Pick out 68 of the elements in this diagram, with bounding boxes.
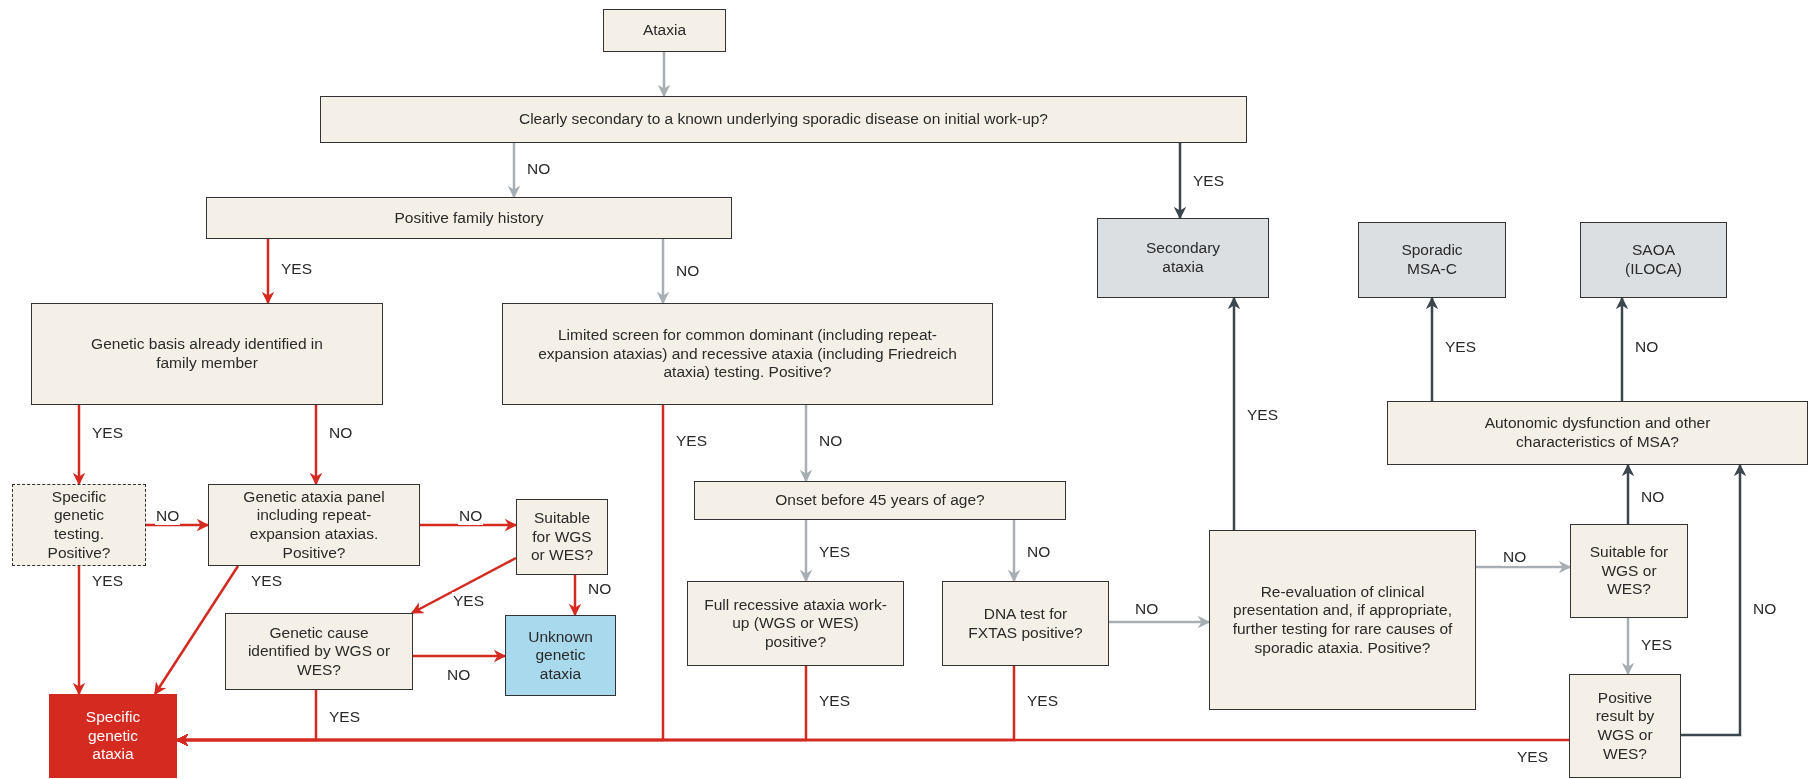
box-text: Clearly secondary to a known underlying sporadic disease on initial work-up? — [519, 110, 1048, 129]
outcome-box — [49, 694, 177, 778]
arrow — [1227, 296, 1241, 530]
arrow — [1621, 618, 1635, 676]
box-text: Specific genetic ataxia — [84, 708, 142, 764]
arrow — [1615, 296, 1629, 401]
outcome-box — [1097, 218, 1269, 298]
arrow — [72, 566, 86, 696]
box-text: Full recessive ataxia work-up (WGS or WES) positive? — [703, 595, 888, 652]
arrow — [420, 518, 518, 532]
arrow — [656, 239, 670, 305]
box-text: Ataxia — [642, 21, 687, 40]
outcome-box — [1580, 222, 1727, 298]
box-text: Suitable for WGS or WES? — [1588, 543, 1670, 599]
arrow — [175, 733, 1569, 747]
arrow — [72, 405, 86, 486]
box-text: Positive family history — [394, 208, 544, 228]
arrow — [413, 649, 507, 663]
box-text: Genetic basis already identified in family member — [90, 335, 324, 373]
box-text: Limited screen for common dominant (including repeat-expansion ataxias) and recessive ataxia (including Friedreich ataxia) testing. Positive? — [537, 326, 958, 382]
box-text: Onset before 45 years of age? — [775, 491, 985, 510]
arrow — [1007, 520, 1021, 583]
box-text: Specific genetic testing. Positive? — [46, 487, 112, 563]
process-box — [31, 303, 383, 405]
box-text: Positive result by WGS or WES? — [1594, 688, 1656, 764]
process-box — [1387, 401, 1808, 465]
process-box — [1569, 674, 1681, 778]
arrow — [153, 565, 240, 696]
box-text: Genetic ataxia panel including repeat-expansion ataxias. Positive? — [242, 487, 386, 563]
arrow — [657, 52, 671, 98]
process-box — [694, 481, 1066, 520]
arrow — [1425, 296, 1439, 401]
arrow — [799, 520, 813, 583]
box-text: SAOA (ILOCA) — [1624, 241, 1683, 279]
arrow — [1681, 463, 1747, 737]
box-text: Suitable for WGS or WES? — [530, 509, 594, 565]
arrow — [507, 143, 521, 199]
arrow — [410, 556, 517, 615]
arrow — [1173, 143, 1187, 220]
arrow — [309, 405, 323, 486]
box-text: DNA test for FXTAS positive? — [967, 604, 1084, 643]
process-box — [516, 499, 608, 575]
process-box — [603, 9, 726, 52]
arrow — [1476, 560, 1572, 574]
process-box — [687, 581, 904, 666]
box-text: Autonomic dysfunction and other characteristics of MSA? — [1483, 414, 1712, 452]
process-box — [1570, 524, 1688, 618]
arrow — [1621, 463, 1635, 524]
outcome-box — [1358, 222, 1506, 298]
arrow — [261, 239, 275, 305]
process-box — [502, 303, 993, 405]
arrow — [799, 405, 813, 483]
arrow — [1109, 615, 1211, 629]
box-text: Secondary ataxia — [1144, 239, 1222, 277]
arrow — [568, 575, 582, 617]
outcome-box — [505, 615, 616, 696]
process-box — [12, 484, 146, 566]
process-box — [320, 96, 1247, 143]
process-box — [942, 581, 1109, 666]
process-box — [206, 197, 732, 239]
box-text: Unknown genetic ataxia — [527, 627, 594, 684]
process-box — [225, 613, 413, 690]
arrow — [146, 518, 210, 532]
box-text: Re-evaluation of clinical presentation and, if appropriate, further testing for rare causes of sporadic ataxia. Positive? — [1232, 582, 1453, 658]
process-box — [1209, 530, 1476, 710]
box-text: Sporadic MSA-C — [1400, 241, 1464, 279]
box-text: Genetic cause identified by WGS or WES? — [246, 623, 392, 680]
process-box — [208, 484, 420, 566]
